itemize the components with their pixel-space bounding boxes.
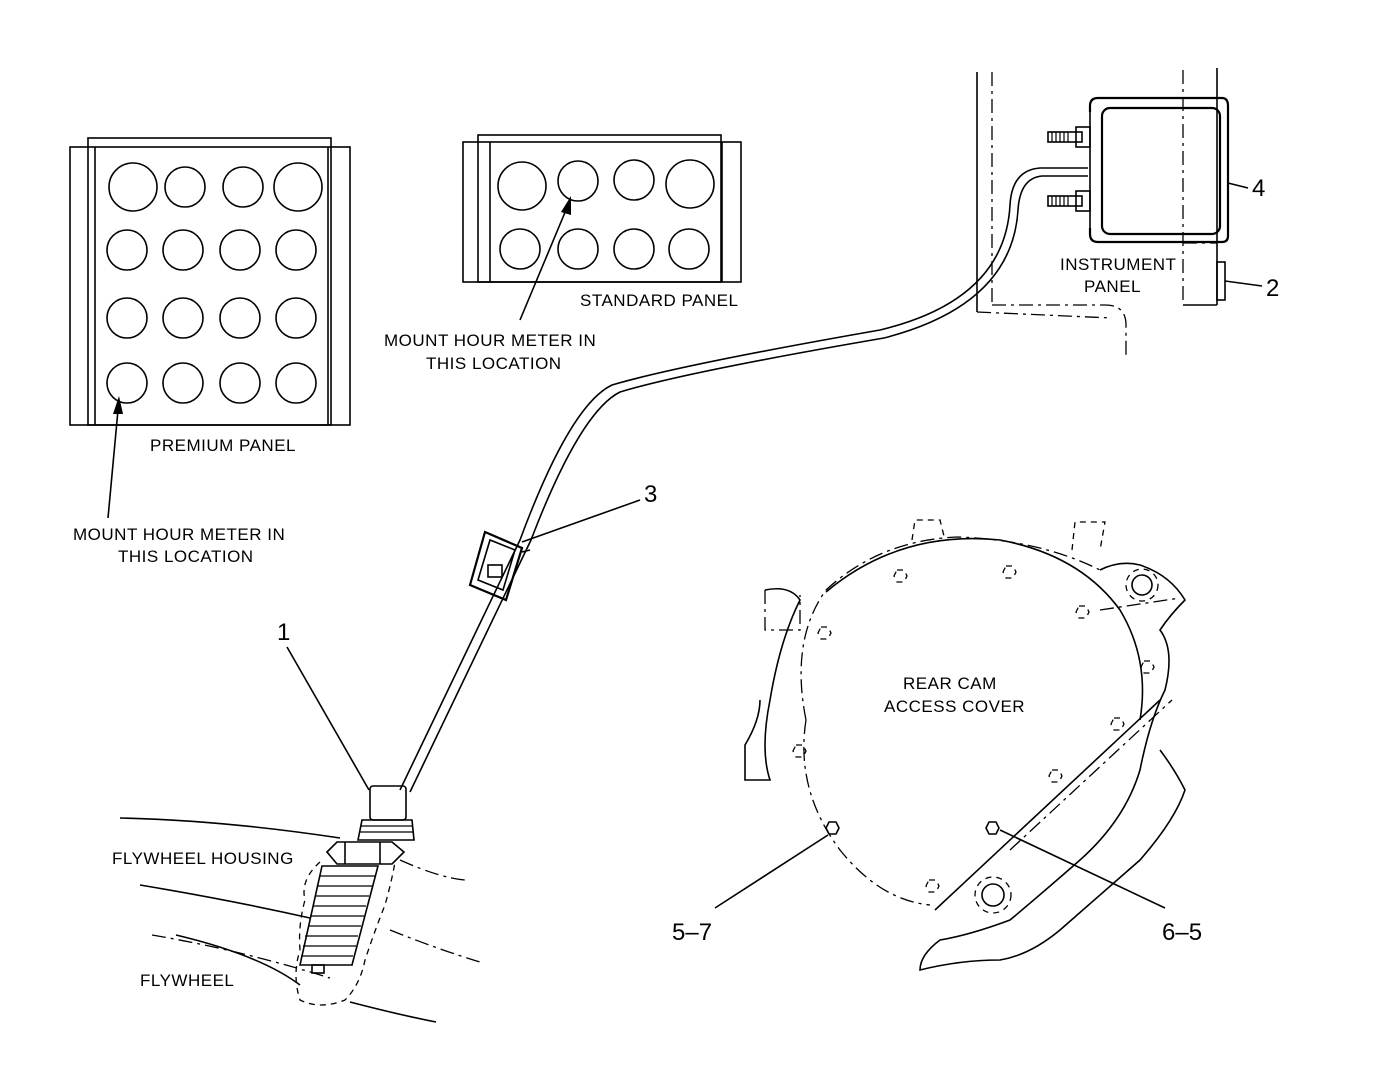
premium-hour-meter-location bbox=[106, 362, 148, 404]
callout-3: 3 bbox=[644, 481, 657, 508]
rear-cam-cover-label-line2: ACCESS COVER bbox=[884, 697, 1025, 716]
callout-6-5: 6–5 bbox=[1162, 919, 1202, 946]
instrument-panel-label-line2: PANEL bbox=[1084, 277, 1141, 296]
flywheel-housing-lines bbox=[119, 817, 481, 1023]
standard-panel bbox=[462, 134, 742, 321]
instrument-panel-label-line1: INSTRUMENT bbox=[1060, 255, 1176, 274]
flywheel-label: FLYWHEEL bbox=[140, 971, 234, 990]
standard-hour-meter-location bbox=[557, 160, 599, 202]
premium-panel bbox=[69, 137, 351, 519]
callout-5-7: 5–7 bbox=[672, 919, 712, 946]
premium-mount-note-line2: THIS LOCATION bbox=[118, 547, 254, 566]
rear-cam-cover-label-line1: REAR CAM bbox=[903, 674, 997, 693]
cover-bolts bbox=[792, 565, 1155, 893]
rear-cam-access-cover bbox=[714, 519, 1187, 972]
premium-mount-note-line1: MOUNT HOUR METER IN bbox=[73, 525, 285, 544]
sender-cable bbox=[399, 167, 1088, 793]
premium-panel-label: PREMIUM PANEL bbox=[150, 436, 296, 455]
standard-panel-label: STANDARD PANEL bbox=[580, 291, 738, 310]
flywheel-housing-label: FLYWHEEL HOUSING bbox=[112, 849, 294, 868]
standard-mount-note-line1: MOUNT HOUR METER IN bbox=[384, 331, 596, 350]
cable-clamp bbox=[468, 499, 641, 602]
callout-4: 4 bbox=[1252, 175, 1265, 202]
instrument-panel-assembly bbox=[976, 68, 1263, 355]
callout-2: 2 bbox=[1266, 275, 1279, 302]
standard-mount-note-line2: THIS LOCATION bbox=[426, 354, 562, 373]
callout-1: 1 bbox=[277, 619, 290, 646]
magnetic-pickup-sensor bbox=[286, 646, 415, 1006]
